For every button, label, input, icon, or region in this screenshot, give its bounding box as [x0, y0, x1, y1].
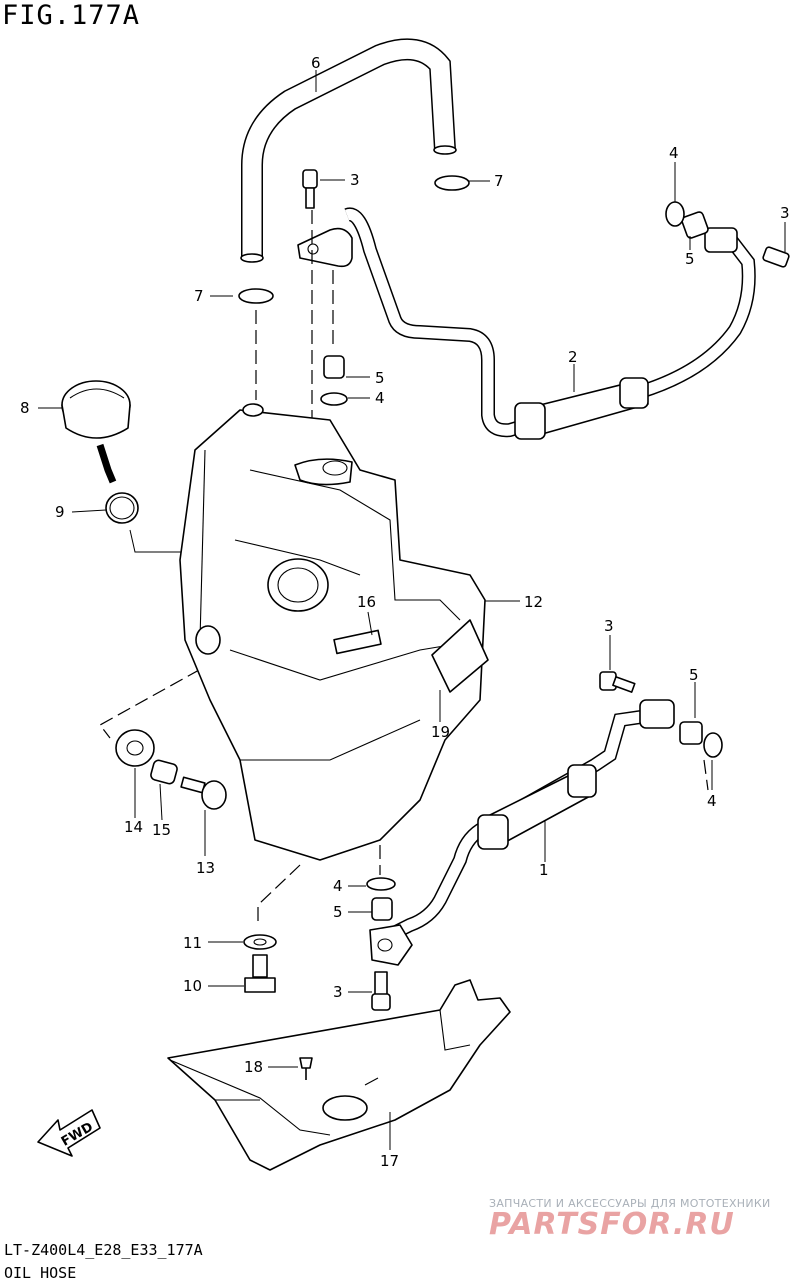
figure-title: FIG.177A — [2, 0, 141, 31]
leader-lines — [38, 70, 786, 1150]
callout-9: 9 — [55, 503, 65, 521]
callout-5-right-upper: 5 — [685, 250, 695, 268]
collar-15 — [150, 759, 178, 785]
bolt-10 — [244, 954, 276, 993]
callout-1: 1 — [539, 861, 549, 879]
bolt-3-right-lower — [599, 671, 636, 693]
callout-19: 19 — [431, 723, 450, 741]
bolt-3-upper — [302, 169, 318, 209]
bolt-13 — [180, 776, 227, 810]
collar-5-right-upper — [681, 211, 709, 239]
callout-3-right-upper: 3 — [780, 204, 790, 222]
callout-10: 10 — [183, 977, 202, 995]
section-name: OIL HOSE — [4, 1264, 77, 1282]
callout-4-right-upper: 4 — [669, 144, 679, 162]
collar-5-right-lower — [679, 721, 703, 745]
clip-7-upper — [434, 175, 470, 191]
breather-hose-6 — [240, 38, 457, 263]
callout-18: 18 — [244, 1058, 263, 1076]
callout-13: 13 — [196, 859, 215, 877]
callout-7-lower: 7 — [194, 287, 204, 305]
oil-hose-2 — [344, 207, 756, 440]
o-ring-4-bottom — [366, 877, 396, 891]
model-code: LT-Z400L4_E28_E33_177A — [4, 1241, 203, 1259]
callout-6: 6 — [311, 54, 321, 72]
clip-18 — [299, 1057, 313, 1080]
callout-12: 12 — [524, 593, 543, 611]
tank-cap-8 — [61, 380, 131, 484]
callout-15: 15 — [152, 821, 171, 839]
bolt-3-bottom — [371, 971, 391, 1011]
oil-tank-12 — [179, 403, 486, 861]
callout-3-bottom: 3 — [333, 983, 343, 1001]
callout-14: 14 — [124, 818, 143, 836]
collar-5-center — [323, 355, 345, 379]
callout-16: 16 — [357, 593, 376, 611]
callout-labels: 6 3 7 4 3 5 7 2 5 4 8 9 12 16 3 5 19 4 1… — [20, 54, 790, 1170]
collar-5-bottom — [371, 897, 393, 921]
o-ring-4-center — [320, 392, 348, 406]
watermark-tagline: ЗАПЧАСТИ И АКСЕССУАРЫ ДЛЯ МОТОТЕХНИКИ — [489, 1197, 771, 1210]
grommet-14 — [115, 729, 155, 767]
oil-hose-1 — [369, 699, 675, 966]
guard-plate-17 — [167, 979, 511, 1171]
callout-11: 11 — [183, 934, 202, 952]
o-ring-4-right-upper — [665, 201, 685, 227]
callout-5-bottom: 5 — [333, 903, 343, 921]
o-ring-4-right-lower — [703, 732, 723, 758]
callout-5-center: 5 — [375, 369, 385, 387]
o-ring-9 — [105, 492, 139, 524]
fitting-upper — [297, 227, 353, 268]
fitting-right-upper — [704, 227, 790, 268]
label-19 — [431, 619, 489, 693]
callout-8: 8 — [20, 399, 30, 417]
callout-17: 17 — [380, 1152, 399, 1170]
callout-3-right-lower: 3 — [604, 617, 614, 635]
callout-4-right-lower: 4 — [707, 792, 717, 810]
callout-4-bottom: 4 — [333, 877, 343, 895]
watermark-logo: PARTSFOR.RU — [489, 1207, 735, 1242]
callout-5-right-lower: 5 — [689, 666, 699, 684]
callout-7-upper: 7 — [494, 172, 504, 190]
callout-4-center: 4 — [375, 389, 385, 407]
clip-7-lower — [238, 288, 274, 304]
callout-2: 2 — [568, 348, 578, 366]
fwd-arrow-icon: FWD — [37, 1109, 101, 1157]
washer-11 — [243, 934, 277, 950]
callout-3-upper: 3 — [350, 171, 360, 189]
